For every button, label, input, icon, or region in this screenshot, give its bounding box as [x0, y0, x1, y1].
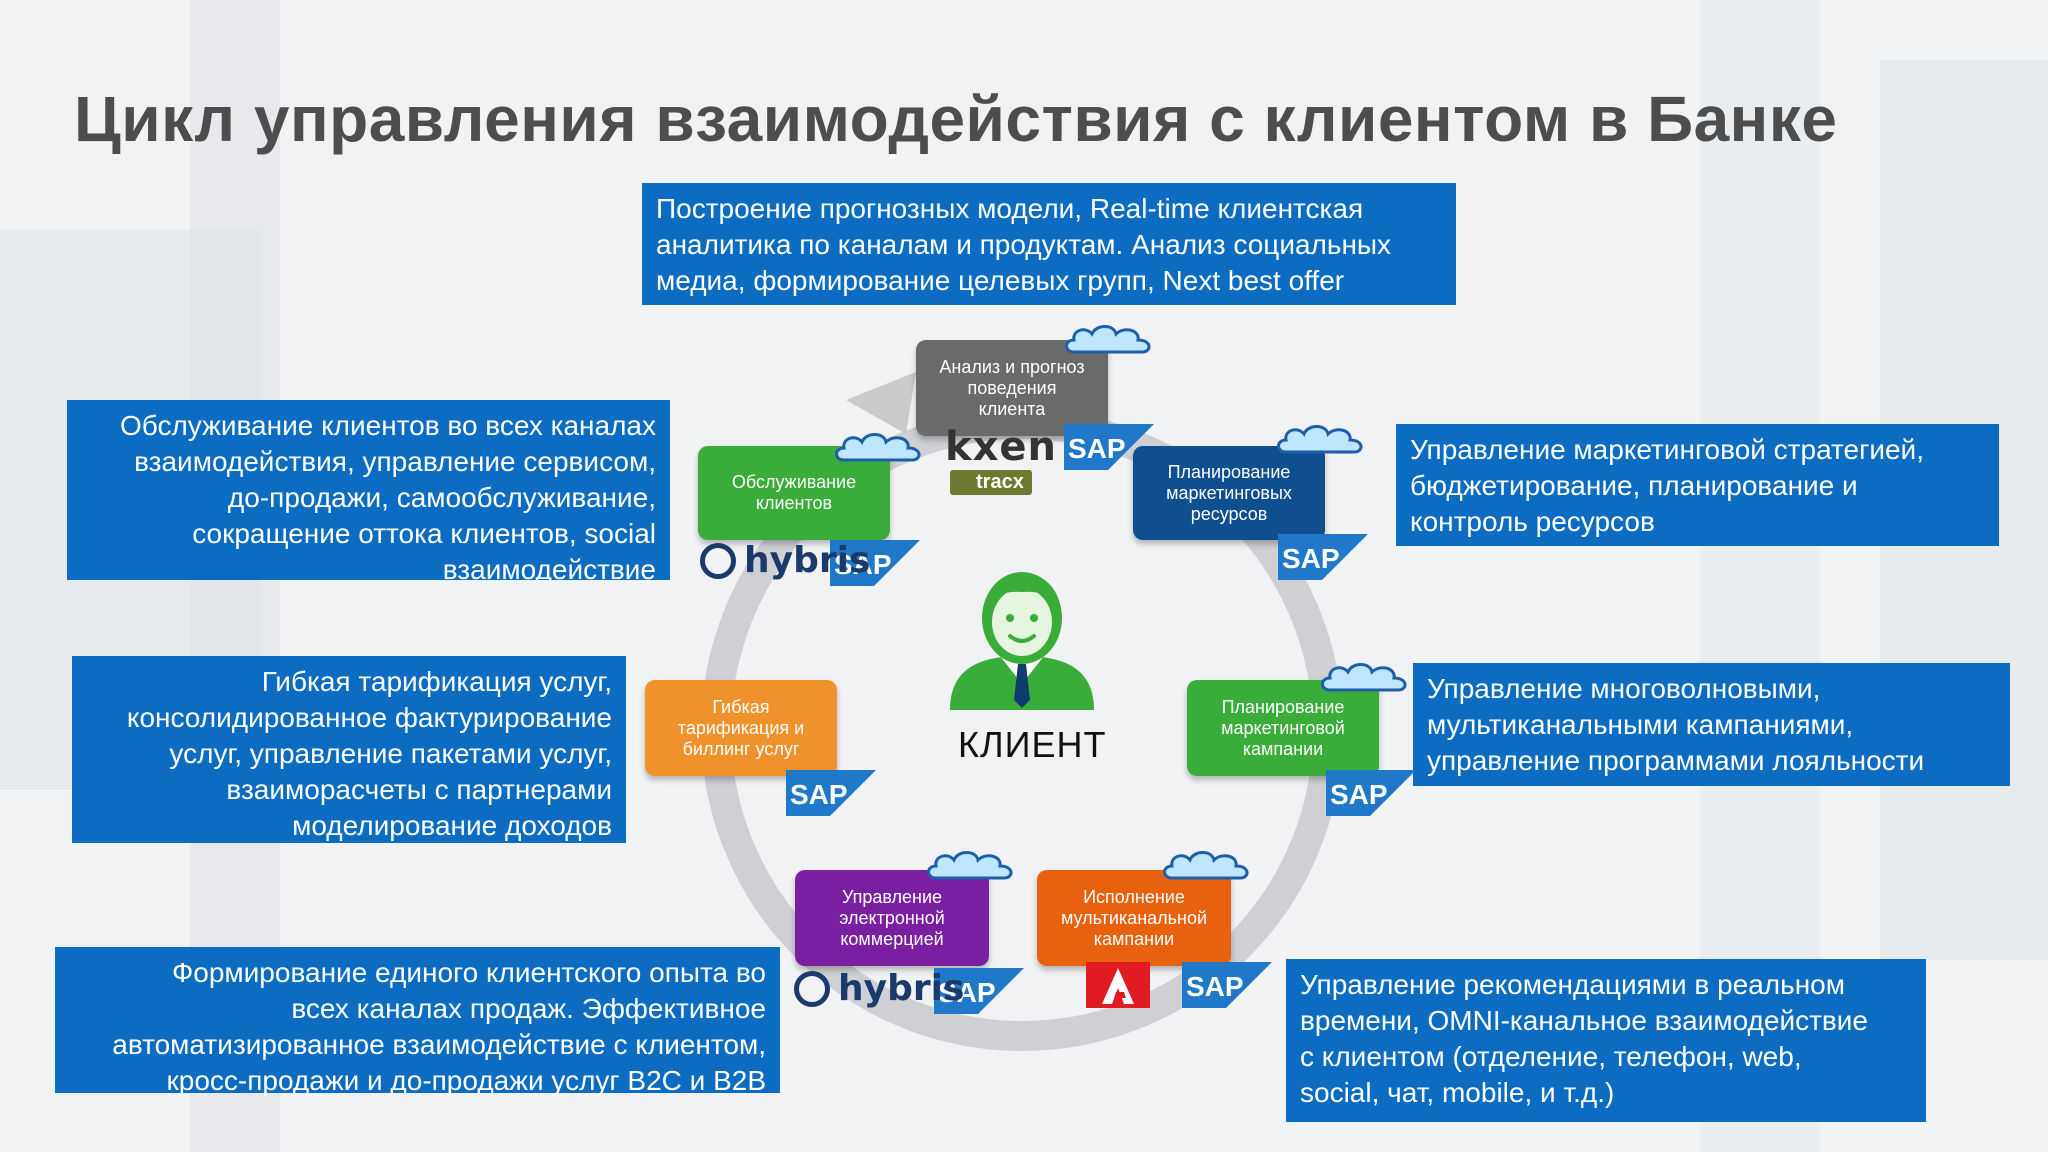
callout-campaigns: Управление многоволновыми,мультиканальны… — [1413, 663, 2010, 786]
svg-text:SAP: SAP — [1186, 971, 1244, 1002]
cloud-icon — [1163, 851, 1249, 880]
callout-analytics: Построение прогнозных модели, Real-time … — [642, 183, 1456, 305]
cloud-icon — [927, 851, 1013, 880]
kxen-logo-icon: kxen — [945, 424, 1058, 470]
tracx-logo-icon: tracx — [950, 470, 1032, 495]
sap-logo-icon: SAP — [1278, 534, 1368, 580]
adobe-logo-icon — [1086, 962, 1150, 1008]
cloud-icon — [835, 433, 921, 462]
svg-text:SAP: SAP — [790, 779, 848, 810]
sap-logo-icon: SAP — [934, 968, 1024, 1014]
svg-text:SAP: SAP — [938, 977, 996, 1008]
hybris-mark-icon — [794, 970, 830, 1007]
callout-marketing-strategy: Управление маркетинговой стратегией,бюдж… — [1396, 424, 1999, 546]
cloud-icon — [1321, 663, 1407, 692]
sap-logo-icon: SAP — [1182, 962, 1272, 1008]
sap-logo-icon: SAP — [1326, 770, 1416, 816]
hybris-logo-icon: hybris — [794, 968, 964, 1009]
callout-ecommerce: Формирование единого клиентского опыта в… — [55, 947, 780, 1096]
callout-billing: Гибкая тарификация услуг,консолидированн… — [72, 656, 626, 843]
svg-text:SAP: SAP — [1068, 433, 1126, 464]
hybris-logo-icon: hybris — [700, 540, 870, 581]
svg-text:SAP: SAP — [1282, 543, 1340, 574]
cloud-icon — [1277, 425, 1363, 454]
svg-text:SAP: SAP — [834, 549, 892, 580]
sap-logo-icon: SAP — [786, 770, 876, 816]
svg-text:SAP: SAP — [1330, 779, 1388, 810]
sap-logo-icon: SAP — [1064, 424, 1154, 470]
client-label: КЛИЕНТ — [958, 724, 1107, 765]
hybris-mark-icon — [700, 542, 736, 579]
client-person-icon — [950, 572, 1094, 710]
page-title: Цикл управления взаимодействия с клиенто… — [74, 83, 1838, 155]
cycle-arrowhead — [846, 372, 916, 434]
sap-logo-icon: SAP — [830, 540, 920, 586]
cloud-icon — [1065, 325, 1151, 354]
